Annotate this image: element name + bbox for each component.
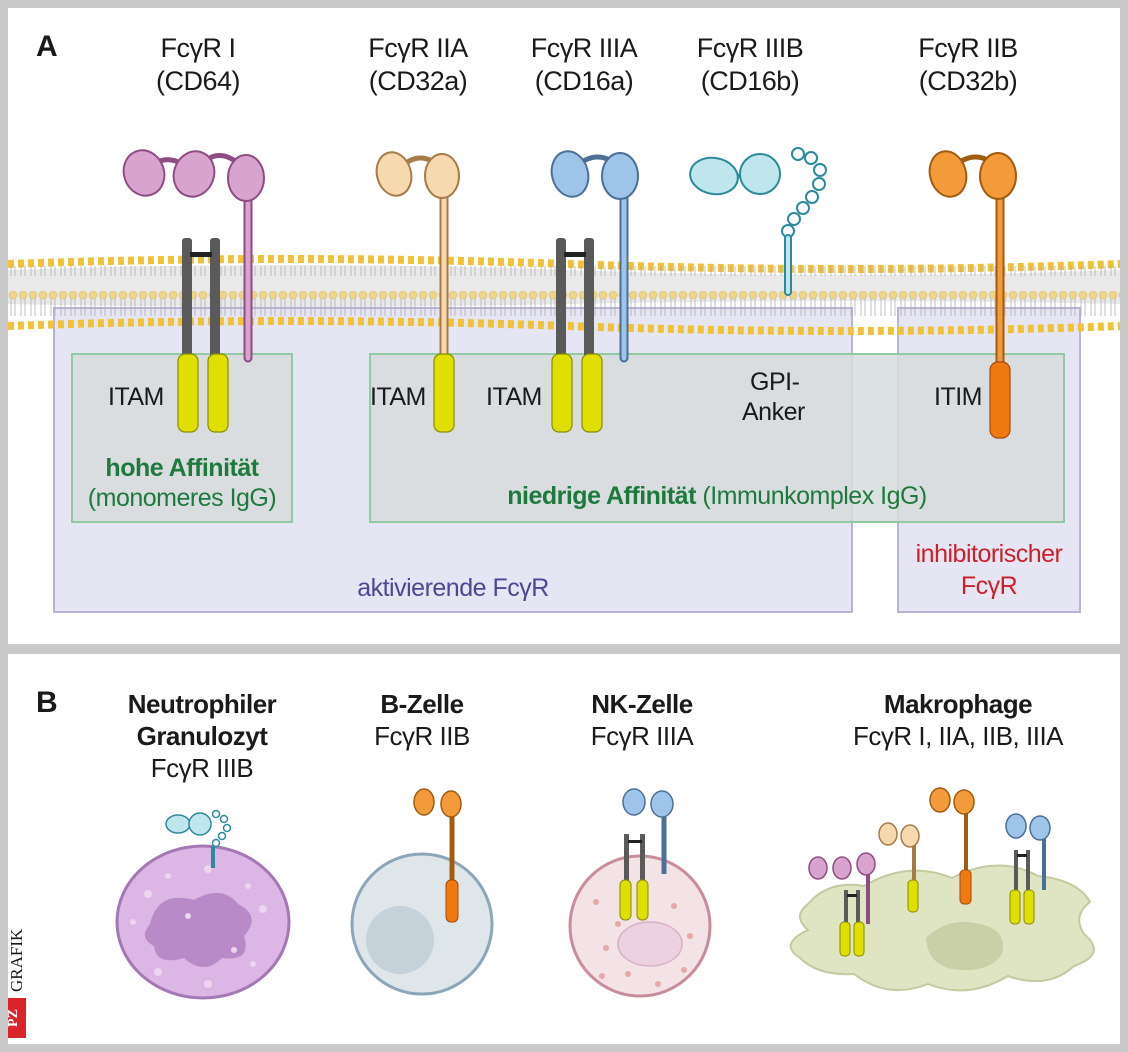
fcgr1-receptor: [122, 149, 265, 433]
cell-title: Makrophage: [883, 689, 1033, 719]
macrophage-cell: [789, 787, 1095, 992]
cell-title: B-Zelle: [380, 689, 464, 719]
panel-a-diagram: [8, 147, 1120, 613]
low-affinity-box: [369, 353, 1065, 523]
cell-receptors: FcγR IIIA: [590, 721, 694, 751]
b-cell: [350, 788, 494, 996]
fcgr3b-receptor: [689, 147, 827, 296]
receptor-label-fcgr3a: FcγR IIIA (CD16a): [494, 32, 674, 98]
receptor-label-fcgr2b: FcγR IIB (CD32b): [878, 32, 1058, 98]
receptor-name: FcγR IIIA: [530, 33, 638, 63]
pz-logo-text: PZ: [6, 1009, 21, 1027]
inhibitory-label-line2: FcγR: [960, 572, 1018, 600]
panel-b-diagram: [115, 787, 1095, 1000]
cell-label-b-cell: B-Zelle FcγR IIB: [322, 688, 522, 752]
gpi-anchor-label-line1: GPI-: [750, 368, 800, 396]
panel-b-letter: B: [36, 686, 58, 719]
nk-cell: [568, 788, 712, 998]
receptor-label-fcgr1: FcγR I (CD64): [108, 32, 288, 98]
fcgr2a-receptor: [375, 151, 460, 433]
receptor-cd: (CD32b): [918, 66, 1018, 96]
pz-grafik-brand: PZ GRAFIK: [4, 880, 34, 1040]
inhibitory-label-line1: inhibitorischer: [915, 540, 1063, 568]
receptor-label-fcgr3b: FcγR IIIB (CD16b): [660, 32, 840, 98]
high-affinity-subtitle: (monomeres IgG): [87, 484, 277, 512]
cell-label-nk-cell: NK-Zelle FcγR IIIA: [542, 688, 742, 752]
panel-b: B Neutrophiler Granulozyt FcγR IIIB B-Ze…: [8, 654, 1120, 1044]
receptor-cd: (CD16a): [534, 66, 634, 96]
cell-label-neutrophil: Neutrophiler Granulozyt FcγR IIIB: [102, 688, 302, 784]
receptor-cd: (CD16b): [700, 66, 800, 96]
low-affinity-label: niedrige Affinität (Immunkomplex IgG): [370, 482, 1064, 511]
cell-title: Neutrophiler: [127, 689, 277, 719]
cell-receptors: FcγR I, IIA, IIB, IIIA: [852, 721, 1064, 751]
high-affinity-title: hohe Affinität: [105, 454, 259, 482]
gpi-anchor-label-line2: Anker: [742, 398, 805, 426]
cell-title: Granulozyt: [136, 721, 268, 751]
itam-label-fcgr1: ITAM: [108, 383, 164, 411]
receptor-name: FcγR IIA: [368, 33, 468, 63]
panel-a: A FcγR I (CD64) FcγR IIA (CD32a) FcγR II…: [8, 8, 1120, 644]
receptor-name: FcγR IIIB: [696, 33, 804, 63]
cell-receptors: FcγR IIB: [374, 721, 470, 751]
panel-a-letter: A: [36, 30, 58, 63]
activating-label: aktivierende FcγR: [357, 574, 549, 602]
cell-receptors: FcγR IIIB: [150, 753, 254, 783]
fcgr2b-receptor: [928, 150, 1017, 439]
receptor-cd: (CD64): [155, 66, 241, 96]
itam-label-fcgr2a: ITAM: [370, 383, 426, 411]
receptor-cd: (CD32a): [368, 66, 468, 96]
low-affinity-title: niedrige Affinität: [507, 482, 696, 510]
receptor-label-fcgr2a: FcγR IIA (CD32a): [328, 32, 508, 98]
receptor-name: FcγR I: [160, 33, 237, 63]
grafik-text: GRAFIK: [7, 928, 26, 992]
neutrophil-cell: [115, 809, 291, 1000]
cell-label-macrophage: Makrophage FcγR I, IIA, IIB, IIIA: [838, 688, 1078, 752]
receptor-name: FcγR IIB: [918, 33, 1018, 63]
cell-title: NK-Zelle: [591, 689, 693, 719]
itim-label: ITIM: [934, 383, 983, 411]
pz-logo-block: [8, 998, 26, 1038]
low-affinity-subtitle: (Immunkomplex IgG): [702, 482, 927, 510]
fcgr3a-receptor: [550, 150, 639, 433]
itam-label-fcgr3a: ITAM: [486, 383, 542, 411]
